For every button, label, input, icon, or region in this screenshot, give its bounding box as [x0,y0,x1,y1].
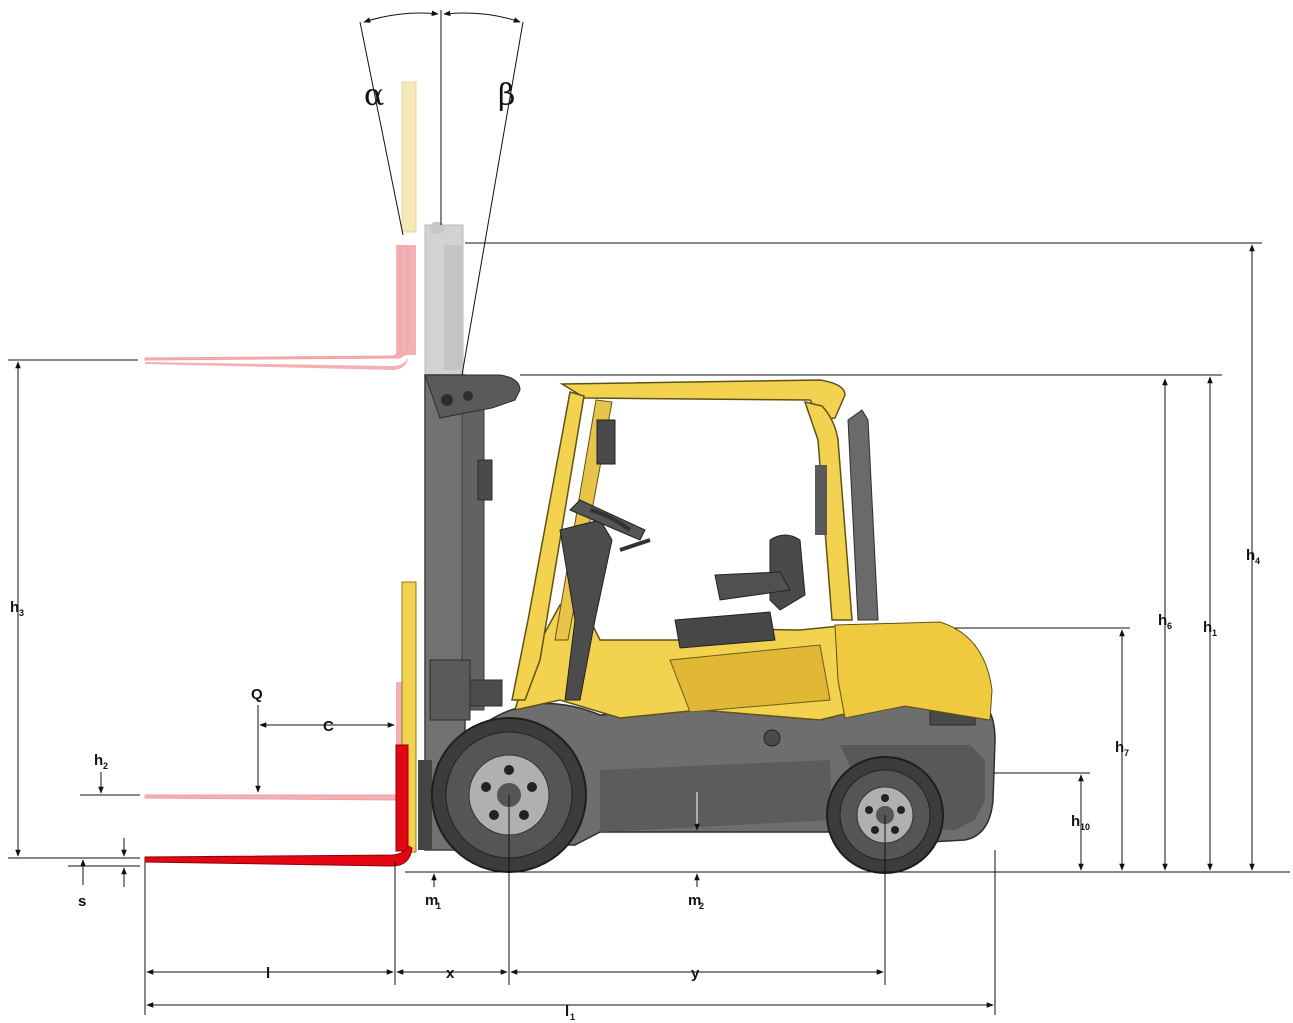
exhaust-pipe [847,409,879,621]
steering-column [559,499,651,701]
h4-label: h [1246,547,1255,564]
x-label: x [446,965,455,982]
m1-label: m [425,892,438,909]
m2-subscript: 2 [699,901,704,911]
angle-alpha-label: α [364,78,384,113]
body-panel [513,597,993,721]
h1-label: h [1203,619,1212,636]
l-label: l [266,965,270,982]
m1-subscript: 1 [436,901,441,911]
h1-subscript: 1 [1212,628,1217,638]
raised-fork-ghost [144,245,409,370]
c-label: C [323,718,334,735]
h6-label: h [1158,612,1167,629]
angle-beta-label: β [498,78,515,113]
y-label: y [691,965,700,982]
h6-subscript: 6 [1167,621,1172,631]
dimension-labels: α β h 3 h 2 s Q C m 1 m 2 l x y l 1 h 4 … [10,78,1260,1022]
h4-subscript: 4 [1255,556,1260,566]
dimension-lines [8,10,1290,1015]
q-label: Q [251,686,263,703]
h7-label: h [1115,739,1124,756]
s-label: s [78,893,86,910]
overhead-guard [511,379,853,701]
operator-seat [674,534,806,649]
mid-fork-ghost [144,582,416,801]
h10-label: h [1071,813,1080,830]
h10-subscript: 10 [1080,822,1090,832]
h3-label: h [10,599,19,616]
fork-lowered [144,744,413,867]
h2-subscript: 2 [103,761,108,771]
h7-subscript: 7 [1124,748,1129,758]
raised-mast-ghost [424,222,464,376]
h3-subscript: 3 [19,608,24,618]
m2-label: m [688,892,701,909]
l1-label: l [565,1003,569,1020]
l1-subscript: 1 [570,1012,575,1022]
h2-label: h [94,752,103,769]
